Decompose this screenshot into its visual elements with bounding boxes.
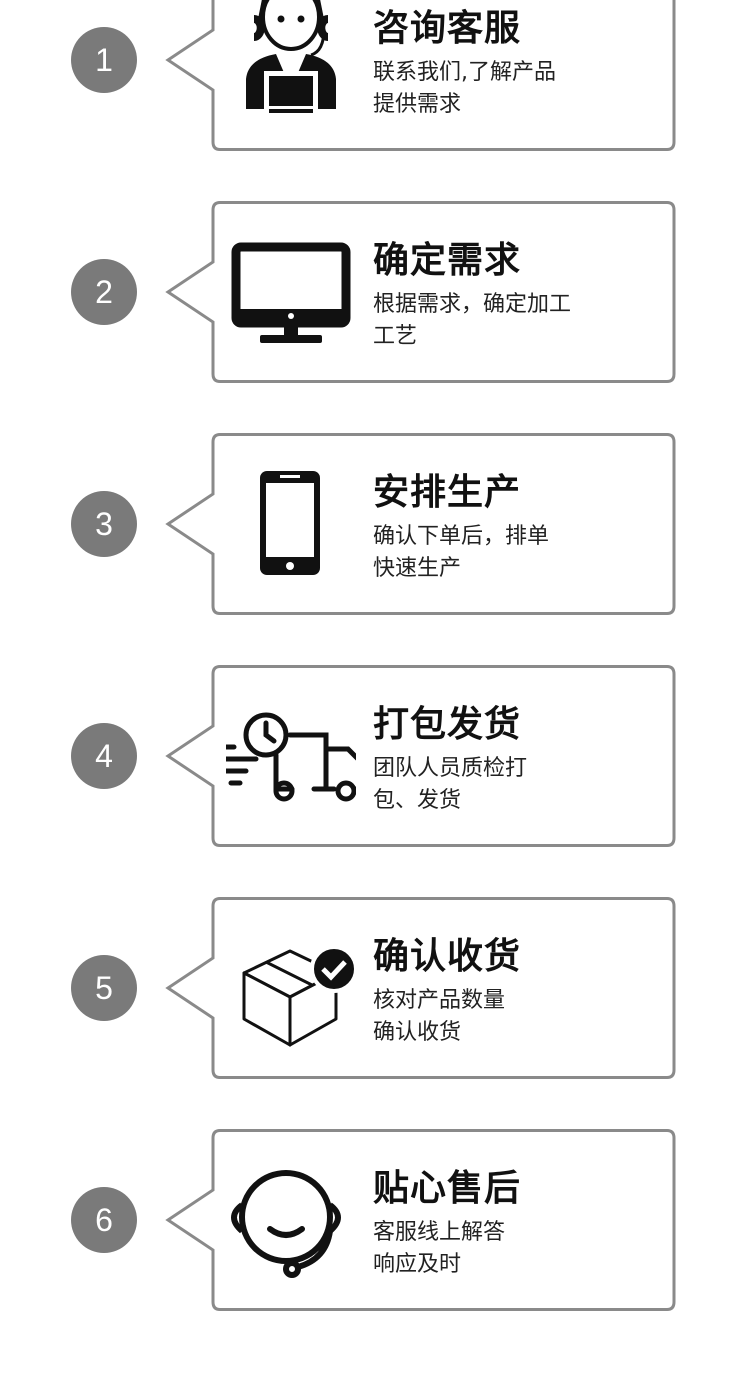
process-step-2: 2 确定需求 根据需求，确定加工 工艺 — [0, 201, 750, 383]
process-step-3: 3 安排生产 确认下单后，排单 快速生产 — [0, 433, 750, 615]
description-line: 快速生产 — [373, 556, 462, 581]
step-number: 5 — [71, 955, 137, 1021]
step-description: 核对产品数量 确认收货 — [373, 985, 623, 1049]
description-line: 响应及时 — [373, 1252, 462, 1277]
headset-icon — [226, 1159, 356, 1279]
step-title: 贴心售后 — [373, 1168, 522, 1209]
step-title: 安排生产 — [373, 472, 522, 513]
step-description: 客服线上解答 响应及时 — [373, 1217, 623, 1281]
step-number: 2 — [71, 259, 137, 325]
step-title: 打包发货 — [373, 704, 522, 745]
description-line: 工艺 — [373, 324, 418, 349]
smartphone-icon — [226, 463, 356, 583]
step-title: 确认收货 — [373, 936, 522, 977]
description-line: 客服线上解答 — [373, 1220, 506, 1245]
step-number: 3 — [71, 491, 137, 557]
box-check-icon — [226, 927, 358, 1047]
step-number: 1 — [71, 27, 137, 93]
step-description: 根据需求，确定加工 工艺 — [373, 289, 623, 353]
step-number: 4 — [71, 723, 137, 789]
description-line: 联系我们,了解产品 — [373, 60, 556, 85]
description-line: 包、发货 — [373, 788, 462, 813]
process-step-4: 4 打包发货 团队人员质检打 包、发货 — [0, 665, 750, 847]
step-description: 确认下单后，排单 快速生产 — [373, 521, 623, 585]
process-step-1: 1 咨询客服 联系我们,了解产品 提供需求 — [0, 0, 750, 151]
description-line: 确认下单后，排单 — [373, 524, 550, 549]
description-line: 提供需求 — [373, 92, 462, 117]
step-title: 咨询客服 — [373, 8, 522, 49]
monitor-icon — [226, 231, 356, 351]
description-line: 团队人员质检打 — [373, 756, 528, 781]
delivery-truck-icon — [213, 695, 367, 815]
step-description: 联系我们,了解产品 提供需求 — [373, 57, 623, 121]
customer-service-agent-icon — [226, 0, 356, 119]
process-step-6: 6 贴心售后 客服线上解答 响应及时 — [0, 1129, 750, 1311]
step-title: 确定需求 — [373, 240, 522, 281]
description-line: 根据需求，确定加工 — [373, 292, 572, 317]
description-line: 确认收货 — [373, 1020, 462, 1045]
process-step-5: 5 确认收货 核对产品数量 确认收货 — [0, 897, 750, 1079]
step-description: 团队人员质检打 包、发货 — [373, 753, 623, 817]
speech-bubble — [165, 665, 676, 847]
step-number: 6 — [71, 1187, 137, 1253]
description-line: 核对产品数量 — [373, 988, 506, 1013]
